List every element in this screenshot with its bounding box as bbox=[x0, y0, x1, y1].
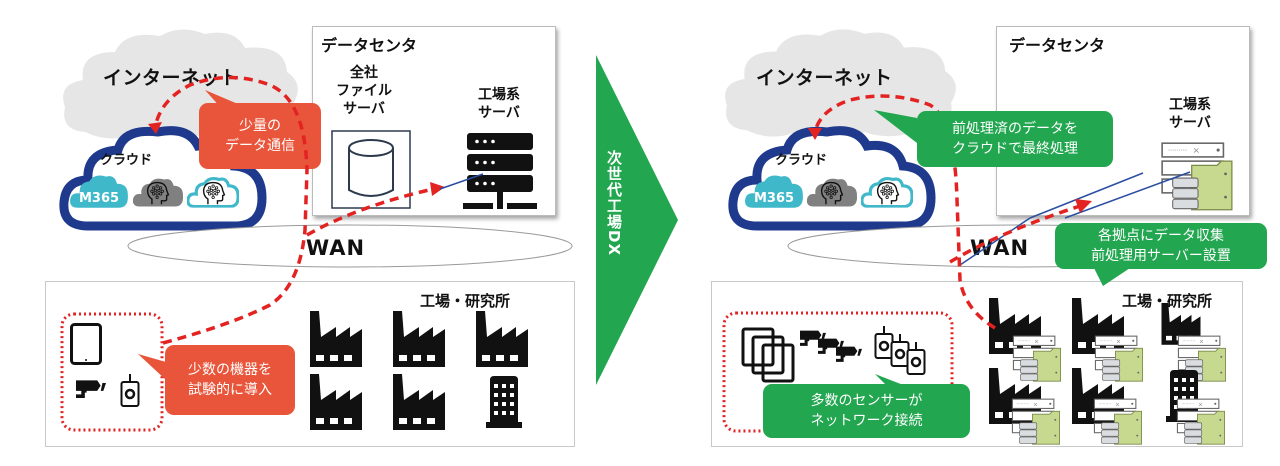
internet-cloud-shape bbox=[725, 29, 956, 139]
data-flow-path bbox=[148, 75, 484, 345]
callout-line: 多数のセンサーが bbox=[810, 393, 923, 409]
callout-line: クラウドで最終処理 bbox=[952, 141, 1078, 157]
rack-server-icon bbox=[463, 133, 537, 209]
callout-line: データ通信 bbox=[225, 138, 295, 154]
devices-group-border bbox=[722, 311, 954, 433]
factory-area-title: 工場・研究所 bbox=[420, 292, 511, 310]
callout-line: ネットワーク接続 bbox=[810, 413, 923, 429]
wan-ellipse bbox=[127, 224, 573, 268]
tablets-icon bbox=[741, 327, 795, 383]
wan-label: WAN bbox=[970, 236, 1030, 260]
callout-trial-devices: 少数の機器を 試験的に導入 bbox=[165, 345, 295, 415]
callout-line: 前処理用サーバー設置 bbox=[1091, 248, 1231, 264]
callout-cloud-final-processing: 前処理済のデータを クラウドで最終処理 bbox=[917, 111, 1113, 167]
transition-arrow bbox=[596, 55, 678, 385]
callout-line: 少量の bbox=[239, 118, 281, 134]
wan-label: WAN bbox=[306, 236, 366, 260]
cloud-label: クラウド bbox=[775, 153, 828, 168]
m365-label: M365 bbox=[754, 191, 795, 206]
factory-area-title: 工場・研究所 bbox=[1122, 292, 1213, 310]
callout-top-tail bbox=[874, 110, 917, 143]
factory-server-label-2: サーバ bbox=[1169, 115, 1211, 131]
callout-bottom-tail bbox=[138, 354, 166, 380]
factory-server-label-2: サーバ bbox=[478, 105, 520, 121]
callout-line: 前処理済のデータを bbox=[952, 121, 1078, 137]
factory-server-label-1: 工場系 bbox=[1169, 97, 1211, 113]
callout-small-data-traffic: 少量の データ通信 bbox=[199, 103, 321, 169]
transition-label: 次世代工場DX bbox=[605, 150, 623, 257]
internet-label: インターネット bbox=[756, 67, 893, 89]
callout-site-preprocessing: 各拠点にデータ収集 前処理用サーバー設置 bbox=[1055, 223, 1267, 269]
callout-line: 各拠点にデータ収集 bbox=[1098, 228, 1224, 244]
factory-server-label: 工場系 サーバ bbox=[464, 86, 534, 122]
factory-server-label: 工場系 サーバ bbox=[1160, 96, 1220, 132]
internet-label: インターネット bbox=[103, 67, 240, 89]
callout-line: 少数の機器を bbox=[188, 362, 272, 378]
callout-line: 試験的に導入 bbox=[188, 382, 272, 398]
file-server-label-2: ファイル bbox=[336, 83, 392, 99]
callout-mid-tail bbox=[1093, 266, 1133, 286]
cloud-label: クラウド bbox=[100, 153, 153, 168]
m365-label: M365 bbox=[79, 191, 120, 206]
file-server-icon bbox=[331, 130, 411, 209]
datacenter-title: データセンタ bbox=[321, 36, 418, 55]
file-server-label-3: サーバ bbox=[343, 101, 385, 117]
callout-many-sensors: 多数のセンサーが ネットワーク接続 bbox=[763, 384, 970, 438]
datacenter-title: データセンタ bbox=[1009, 36, 1106, 55]
factory-server-label-1: 工場系 bbox=[478, 87, 520, 103]
file-server-label: 全社 ファイル サーバ bbox=[334, 64, 394, 118]
file-server-label-1: 全社 bbox=[350, 65, 378, 81]
